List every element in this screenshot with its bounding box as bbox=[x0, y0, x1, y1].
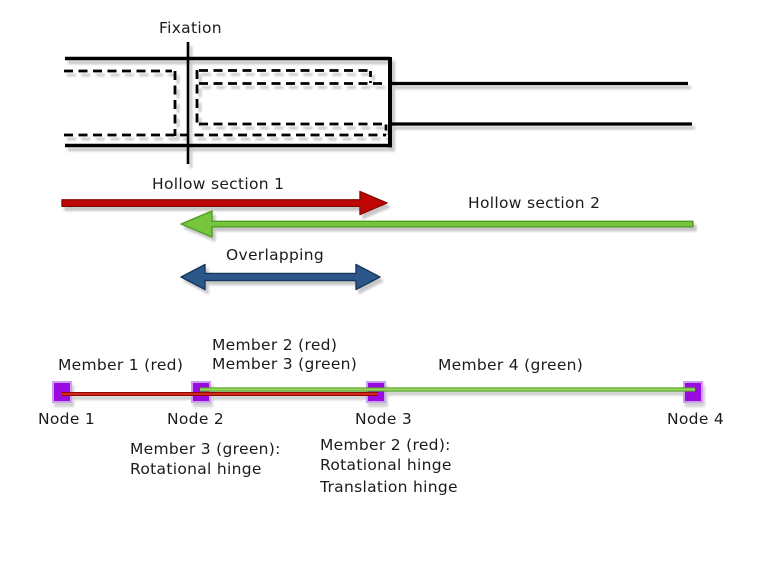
member-3-label: Member 3 (green) bbox=[212, 355, 358, 373]
hollow-section-1-arrow bbox=[61, 190, 388, 216]
hollow-section-1-label: Hollow section 1 bbox=[152, 175, 285, 193]
tube-drawing bbox=[64, 42, 692, 164]
node-4-square bbox=[683, 381, 703, 403]
node-3-hinge-line-2: Rotational hinge bbox=[320, 456, 452, 474]
node-2-hinge-line-2: Rotational hinge bbox=[130, 460, 262, 478]
node-3-label: Node 3 bbox=[355, 410, 413, 428]
node-2-label: Node 2 bbox=[167, 410, 225, 428]
hollow-section-2-arrow bbox=[180, 210, 694, 238]
node-3-hinge-line-3: Translation hinge bbox=[320, 478, 458, 496]
member-1-label: Member 1 (red) bbox=[58, 356, 184, 374]
node-1-label: Node 1 bbox=[38, 410, 96, 428]
structural-model bbox=[52, 381, 703, 403]
node-4-label: Node 4 bbox=[667, 410, 725, 428]
member-2-label: Member 2 (red) bbox=[212, 336, 338, 354]
node-2-hinge-line-1: Member 3 (green): bbox=[130, 440, 281, 458]
fixation-label: Fixation bbox=[159, 19, 222, 37]
overlapping-arrow bbox=[180, 263, 381, 291]
overlapping-label: Overlapping bbox=[226, 246, 325, 264]
node-3-hinge-line-1: Member 2 (red): bbox=[320, 436, 451, 454]
hollow-section-2-label: Hollow section 2 bbox=[468, 194, 601, 212]
hidden-edges bbox=[64, 69, 388, 137]
member-4-label: Member 4 (green) bbox=[438, 356, 584, 374]
